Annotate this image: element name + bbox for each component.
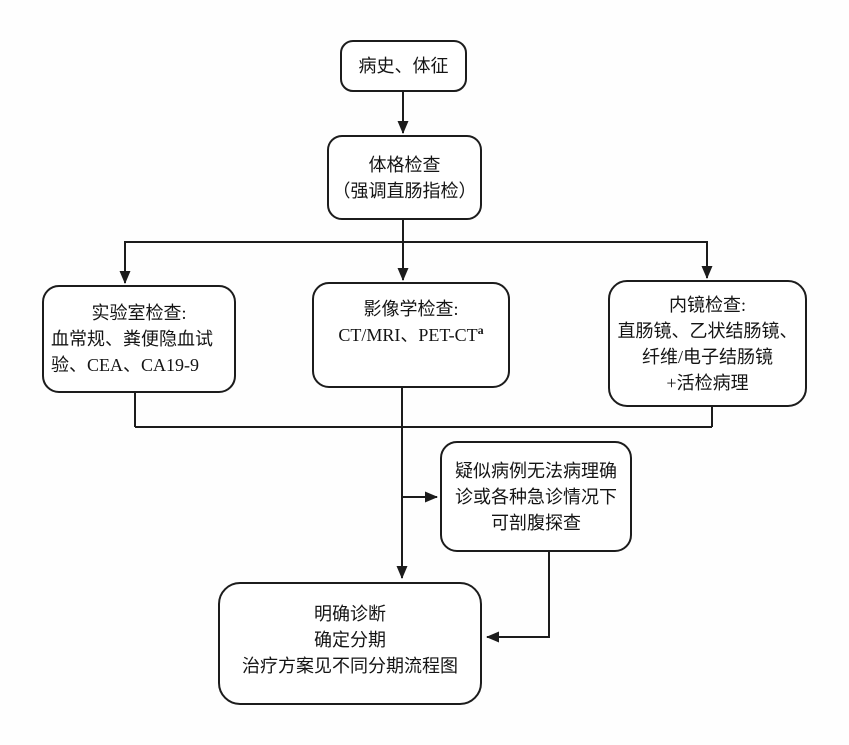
node-physical-exam-title: 体格检查 <box>368 154 441 175</box>
node-imaging-footnote-marker: a <box>477 323 484 337</box>
node-endoscopy-item-line: 直肠镜、乙状结肠镜、 <box>617 320 798 341</box>
node-imaging-modalities-text: CT/MRI、PET-CT <box>338 325 478 345</box>
node-laboratory: 实验室检查: 血常规、粪便隐血试 验、CEA、CA19-9 <box>42 285 236 393</box>
node-imaging: 影像学检查: CT/MRI、PET-CTa <box>312 282 510 388</box>
node-endoscopy-item-line: +活检病理 <box>666 372 749 393</box>
node-history: 病史、体征 <box>340 40 467 92</box>
node-conclusion-line: 确定分期 <box>314 630 386 650</box>
node-laboratory-title: 实验室检查: <box>91 303 187 323</box>
node-suspected-case-line: 可剖腹探查 <box>491 512 581 533</box>
node-suspected-case: 疑似病例无法病理确 诊或各种急诊情况下 可剖腹探查 <box>440 441 632 552</box>
node-physical-exam-note: （强调直肠指检） <box>332 180 477 201</box>
node-suspected-case-line: 疑似病例无法病理确 <box>455 460 617 481</box>
node-physical-exam: 体格检查 （强调直肠指检） <box>327 135 482 220</box>
node-conclusion-line: 治疗方案见不同分期流程图 <box>242 656 458 676</box>
node-imaging-title: 影像学检查: <box>363 299 459 319</box>
node-laboratory-item-line: 血常规、粪便隐血试 <box>51 329 213 349</box>
node-endoscopy-item-line: 纤维/电子结肠镜 <box>641 346 773 367</box>
node-suspected-case-line: 诊或各种急诊情况下 <box>455 486 617 507</box>
node-laboratory-item-line: 验、CEA、CA19-9 <box>51 355 199 375</box>
node-conclusion-line: 明确诊断 <box>314 604 386 624</box>
node-history-text: 病史、体征 <box>358 56 449 76</box>
connector-suspected-to-conclusion <box>486 552 550 643</box>
node-endoscopy-title: 内镜检查: <box>668 294 746 315</box>
node-endoscopy: 内镜检查: 直肠镜、乙状结肠镜、 纤维/电子结肠镜 +活检病理 <box>608 280 807 407</box>
node-conclusion: 明确诊断 确定分期 治疗方案见不同分期流程图 <box>218 582 482 705</box>
node-imaging-modalities: CT/MRI、PET-CTa <box>314 322 508 348</box>
